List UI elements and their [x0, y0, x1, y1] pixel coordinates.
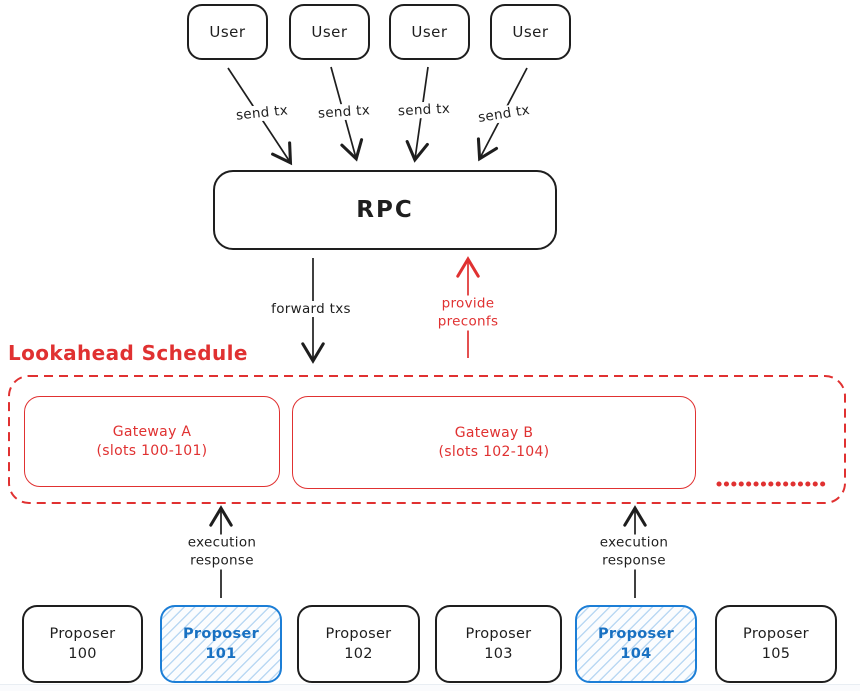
user-box-3: User — [389, 4, 470, 60]
proposer-number: 105 — [761, 646, 791, 662]
user-box-4: User — [490, 4, 571, 60]
lookahead-schedule-dashed-border — [8, 375, 846, 504]
execution-response-left-line1: execution — [187, 534, 257, 551]
proposer-box-104: Proposer 104 — [575, 605, 697, 683]
gateway-a-box: Gateway A (slots 100-101) — [24, 396, 280, 487]
user-label: User — [411, 23, 448, 41]
proposer-box-102: Proposer 102 — [297, 605, 420, 683]
execution-response-right-line2: response — [602, 552, 666, 568]
proposer-number: 103 — [484, 646, 513, 662]
proposer-number: 104 — [620, 646, 652, 662]
execution-response-right-line1: execution — [599, 534, 669, 551]
proposer-name: Proposer — [182, 626, 260, 642]
proposer-number: 101 — [205, 646, 237, 662]
proposer-number: 102 — [344, 646, 373, 662]
window-bottom-edge — [0, 684, 860, 691]
provide-preconfs-label: provide preconfs — [434, 295, 502, 331]
proposer-box-101: Proposer 101 — [160, 605, 282, 683]
proposer-name: Proposer — [743, 626, 809, 642]
proposer-box-100: Proposer 100 — [22, 605, 143, 683]
rpc-box: RPC — [213, 170, 557, 250]
gateway-b-name: Gateway B — [454, 424, 534, 441]
execution-response-left-line2: response — [190, 552, 254, 568]
user-box-1: User — [187, 4, 268, 60]
gateway-a-name: Gateway A — [112, 423, 192, 440]
user-box-2: User — [289, 4, 370, 60]
user-label: User — [512, 23, 549, 41]
execution-response-label-left: execution response — [184, 534, 260, 570]
proposer-number: 100 — [68, 646, 97, 662]
rpc-label: RPC — [356, 197, 414, 223]
gateway-a-slots: (slots 100-101) — [96, 442, 208, 459]
execution-response-label-right: execution response — [596, 534, 672, 570]
forward-txs-label: forward txs — [268, 301, 354, 317]
proposer-name: Proposer — [49, 626, 116, 642]
user-label: User — [209, 23, 246, 41]
lookahead-schedule-title: Lookahead Schedule — [8, 341, 248, 365]
proposer-name: Proposer — [465, 626, 532, 642]
proposer-name: Proposer — [597, 626, 675, 642]
gateway-b-slots: (slots 102-104) — [438, 443, 550, 460]
user-label: User — [311, 23, 348, 41]
send-tx-label-3: send tx — [394, 100, 454, 120]
proposer-box-103: Proposer 103 — [435, 605, 562, 683]
provide-preconfs-line1: provide — [441, 295, 495, 312]
proposer-name: Proposer — [325, 626, 392, 642]
proposer-box-105: Proposer 105 — [715, 605, 837, 683]
gateway-b-box: Gateway B (slots 102-104) — [292, 396, 696, 489]
provide-preconfs-line2: preconfs — [437, 313, 499, 329]
